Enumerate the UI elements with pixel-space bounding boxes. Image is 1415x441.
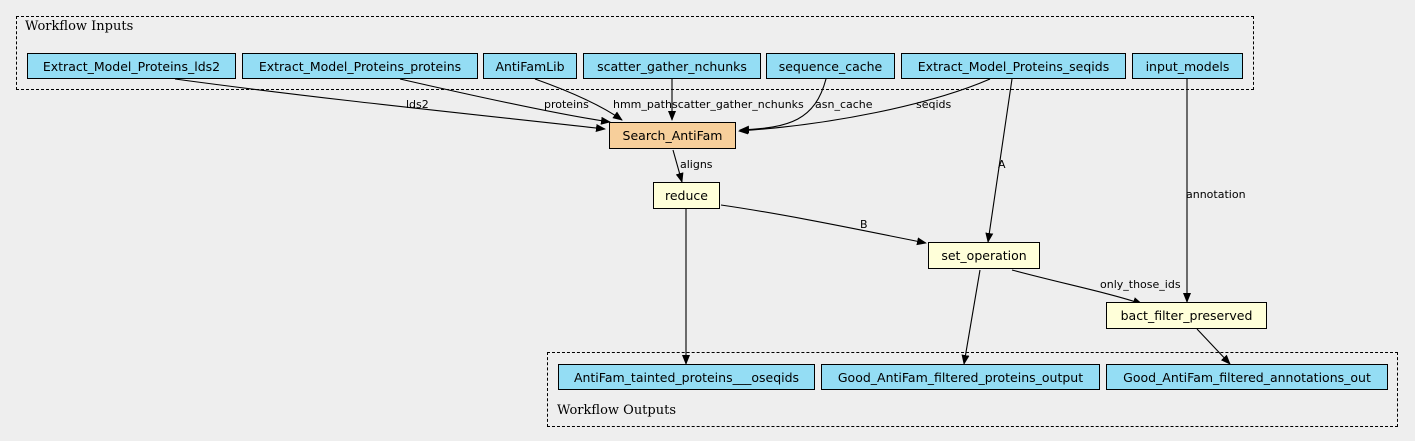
edge-label-aligns: aligns: [680, 158, 713, 171]
input-extract-model-proteins-proteins[interactable]: Extract_Model_Proteins_proteins: [242, 53, 478, 79]
workflow-inputs-cluster: [16, 16, 1254, 90]
output-good-antifam-filtered-annotations-out[interactable]: Good_AntiFam_filtered_annotations_out: [1106, 364, 1388, 390]
edge-asn-cache: [739, 78, 827, 134]
edge-label-only-those-ids: only_those_ids: [1100, 278, 1181, 291]
edge-label-hmm-path: hmm_path: [613, 98, 672, 111]
input-extract-model-proteins-seqids[interactable]: Extract_Model_Proteins_seqids: [901, 53, 1126, 79]
edge-label-seqids: seqids: [916, 98, 952, 111]
edge-only-those-ids: [1011, 269, 1143, 305]
edge-A: [985, 78, 1013, 243]
step-bact-filter-preserved[interactable]: bact_filter_preserved: [1106, 302, 1267, 329]
input-scatter-gather-nchunks[interactable]: scatter_gather_nchunks: [583, 53, 761, 79]
edge-seqids: [738, 78, 991, 135]
output-good-antifam-filtered-proteins-output[interactable]: Good_AntiFam_filtered_proteins_output: [821, 364, 1100, 390]
edge-hmm-path: [534, 78, 623, 121]
workflow-outputs-cluster: [547, 352, 1398, 427]
edge-aligns: [672, 149, 684, 183]
output-antifam-tainted-proteins-oseqids[interactable]: AntiFam_tainted_proteins___oseqids: [558, 364, 815, 390]
step-set-operation[interactable]: set_operation: [928, 242, 1040, 269]
edge-label-asn-cache: asn_cache: [815, 98, 873, 111]
edge-label-proteins: proteins: [544, 98, 589, 111]
edge-proteins: [399, 78, 611, 125]
edge-lds2: [174, 78, 606, 132]
step-reduce[interactable]: reduce: [653, 182, 720, 209]
edge-label-scatter-gather-nchunks: scatter_gather_nchunks: [672, 98, 804, 111]
edge-label-A: A: [998, 158, 1006, 171]
edge-label-lds2: lds2: [406, 98, 429, 111]
edge-setop-proteins: [961, 269, 981, 365]
input-antifamlib[interactable]: AntiFamLib: [483, 53, 577, 79]
edge-bact-annotations: [1196, 328, 1231, 365]
input-sequence-cache[interactable]: sequence_cache: [766, 53, 895, 79]
edge-label-annotation: annotation: [1186, 188, 1246, 201]
edge-label-B: B: [860, 218, 868, 231]
workflow-outputs-label: Workflow Outputs: [557, 403, 676, 418]
input-extract-model-proteins-lds2[interactable]: Extract_Model_Proteins_lds2: [27, 53, 236, 79]
input-input-models[interactable]: input_models: [1132, 53, 1243, 79]
step-search-antifam[interactable]: Search_AntiFam: [609, 122, 736, 149]
workflow-inputs-label: Workflow Inputs: [25, 19, 134, 34]
edge-B: [720, 204, 927, 246]
